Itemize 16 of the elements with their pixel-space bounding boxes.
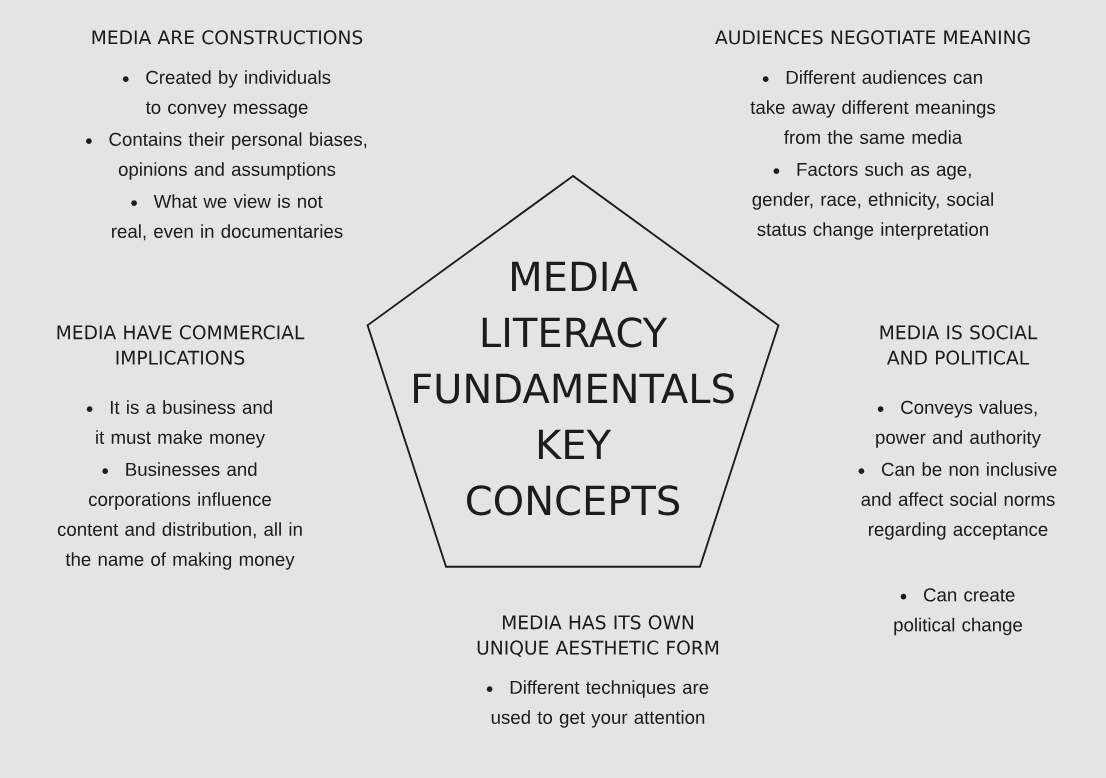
bullet-text: Factors such as age, gender, race, ethnicity, social status change interpretation: [752, 162, 993, 240]
heading: MEDIA HAS ITS OWN UNIQUE AESTHETIC FORM: [477, 615, 719, 657]
bullet-text: It is a business and it must make money: [86, 400, 272, 448]
bullet-text: Created by individuals to convey message: [122, 70, 331, 118]
heading: MEDIA ARE CONSTRUCTIONS: [92, 30, 363, 45]
heading: AUDIENCES NEGOTIATE MEANING: [715, 30, 1030, 45]
bullet-text: What we view is not real, even in documentaries: [112, 194, 343, 241]
bullet-text: Different techniques are used to get your attention: [486, 680, 709, 728]
heading: MEDIA HAVE COMMERCIAL IMPLICATIONS: [57, 325, 305, 365]
bullet-text: Contains their personal biases, opinions and assumptions: [86, 132, 367, 180]
bullet-text: Can create political change: [894, 588, 1022, 636]
bullet-text: Can be non inclusive and affect social norms regarding acceptance: [858, 462, 1057, 540]
bullet-text: Different audiences can take away different meanings from the same media: [750, 70, 996, 144]
bullet-text: Businesses and corporations influence content and distribution, all in the name of making money: [57, 462, 302, 570]
heading: MEDIA IS SOCIAL AND POLITICAL: [880, 325, 1038, 365]
bullet-text: Conveys values, power and authority: [876, 400, 1041, 448]
